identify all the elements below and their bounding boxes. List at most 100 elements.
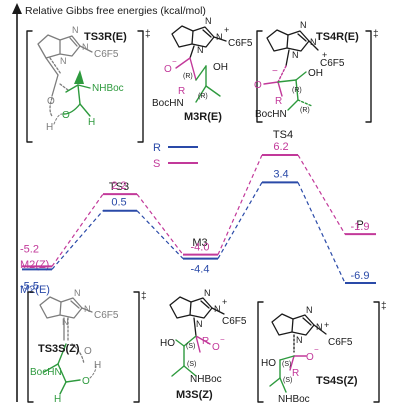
bracket-right-ts4r bbox=[365, 30, 372, 123]
svg-text:N: N bbox=[300, 20, 307, 30]
value-label-r-ts3: 0.5 bbox=[111, 197, 126, 209]
m3r-r2: (R) bbox=[198, 93, 208, 100]
dagger-ts3s: ‡ bbox=[141, 291, 147, 302]
ts4s-ho: HO bbox=[261, 358, 276, 369]
svg-text:H: H bbox=[94, 360, 101, 371]
svg-text:N: N bbox=[82, 42, 89, 52]
ts3r-nhboc: NHBoc bbox=[92, 83, 124, 94]
value-label-r-m3: -4.4 bbox=[191, 264, 210, 276]
svg-text:−: − bbox=[272, 66, 278, 77]
ts3s-title: TS3S(Z) bbox=[38, 343, 80, 355]
m3r-c6f5: C6F5 bbox=[228, 38, 253, 49]
value-label-s-p: -1.9 bbox=[351, 221, 370, 233]
ts3s-o-bottom: O bbox=[82, 376, 90, 387]
m3s-c6f5: C6F5 bbox=[222, 316, 247, 327]
value-label-s-ts4: 6.2 bbox=[273, 141, 288, 153]
ts4r-oh: OH bbox=[308, 68, 323, 79]
svg-text:+: + bbox=[222, 297, 227, 307]
structure-ts4s: ‡ N N N + C6F5 O − R HO (S) (S) NHBoc TS… bbox=[257, 301, 387, 405]
ts3r-title: TS3R(E) bbox=[84, 31, 127, 43]
dagger-ts3r: ‡ bbox=[145, 29, 151, 40]
svg-text:N: N bbox=[205, 16, 212, 26]
ts4s-r: R bbox=[292, 368, 299, 379]
value-label-s-ts3: 2.2 bbox=[111, 180, 126, 192]
svg-text:O: O bbox=[254, 80, 262, 91]
m3r-r1: (R) bbox=[183, 73, 193, 80]
svg-text:−: − bbox=[314, 345, 319, 354]
connector-r-0 bbox=[51, 210, 104, 270]
svg-text:R: R bbox=[178, 86, 185, 97]
bracket-left-ts4s bbox=[257, 301, 264, 403]
svg-text:N: N bbox=[72, 25, 79, 35]
ts4r-c6f5: C6F5 bbox=[320, 58, 345, 69]
m3s-s1: (S) bbox=[186, 343, 195, 350]
legend-label-s: S bbox=[153, 158, 160, 170]
ts4r-r2: (R) bbox=[300, 107, 310, 114]
svg-text:N: N bbox=[310, 37, 317, 47]
state-label-m3: M3 bbox=[192, 237, 207, 249]
svg-text:−: − bbox=[172, 57, 177, 66]
svg-text:N: N bbox=[62, 317, 69, 327]
value-label-s-m3: -4.0 bbox=[191, 242, 210, 254]
svg-text:O: O bbox=[212, 342, 220, 353]
ts3r-h: H bbox=[46, 122, 53, 133]
ts3s-c6f5: C6F5 bbox=[94, 310, 119, 321]
svg-text:−: − bbox=[220, 335, 225, 344]
ts4r-r: R bbox=[275, 96, 282, 107]
svg-text:N: N bbox=[292, 50, 299, 60]
ts4s-title: TS4S(Z) bbox=[316, 375, 358, 387]
state-label-p: P bbox=[356, 219, 363, 231]
svg-text:N: N bbox=[60, 56, 67, 66]
ts3s-h: H bbox=[54, 394, 61, 405]
structure-ts4r: ‡ N N N + C6F5 − O R OH (R) (R) bbox=[254, 20, 379, 123]
ts4s-c6f5: C6F5 bbox=[328, 337, 353, 348]
value-label-s-m2: -5.2 bbox=[20, 243, 39, 255]
ts4s-s2: (S) bbox=[283, 377, 292, 384]
value-label-r-ts4: 3.4 bbox=[273, 168, 288, 180]
svg-text:N: N bbox=[196, 319, 203, 329]
svg-text:+: + bbox=[322, 50, 327, 60]
m3s-nhboc: NHBoc bbox=[190, 374, 222, 385]
svg-text:+: + bbox=[324, 320, 329, 330]
dagger-ts4r: ‡ bbox=[373, 29, 379, 40]
y-axis-arrow-icon bbox=[12, 3, 22, 14]
bracket-left-ts4r bbox=[256, 30, 263, 123]
structure-ts3s: ‡ N N N C6F5 O H BocHN O H TS3S(Z) bbox=[27, 288, 147, 405]
ts4s-s1: (S) bbox=[282, 361, 291, 368]
connector-s-2 bbox=[217, 154, 263, 255]
m3s-title: M3S(Z) bbox=[176, 389, 213, 401]
svg-text:N: N bbox=[84, 304, 91, 314]
ts4r-r1: (R) bbox=[292, 87, 302, 94]
state-label-ts4: TS4 bbox=[273, 129, 293, 141]
legend: R S bbox=[153, 142, 198, 170]
m3s-ho: HO bbox=[160, 338, 175, 349]
connector-s-3 bbox=[297, 154, 346, 235]
connector-s-1 bbox=[136, 193, 184, 256]
svg-text:O: O bbox=[306, 352, 314, 363]
ts3r-c6f5: C6F5 bbox=[94, 49, 119, 60]
svg-text:N: N bbox=[74, 288, 81, 298]
dagger-ts4s: ‡ bbox=[381, 301, 387, 312]
svg-text:N: N bbox=[197, 45, 204, 55]
svg-text:N: N bbox=[296, 335, 303, 345]
bracket-left-ts3r bbox=[26, 30, 33, 143]
structure-ts3r: ‡ N N N C6F5 O H NHBoc O H TS3 bbox=[26, 25, 151, 143]
reactant-label-m2z: M2(Z) bbox=[20, 259, 49, 271]
energy-profile-marks: -5.50.5-4.43.4-6.9-5.22.2-4.06.2-1.9 bbox=[20, 141, 376, 292]
y-axis-label: Relative Gibbs free energies (kcal/mol) bbox=[25, 5, 206, 17]
ts3r-o-bottom: O bbox=[62, 110, 70, 121]
svg-text:H: H bbox=[88, 117, 95, 128]
bracket-left-ts3s bbox=[27, 291, 34, 403]
structure-m3s: N N N + C6F5 O − R HO (S) (S) NHBoc M3S(… bbox=[160, 288, 247, 401]
svg-text:N: N bbox=[306, 305, 313, 315]
connector-s-0 bbox=[51, 193, 104, 267]
m3r-oh: OH bbox=[213, 62, 228, 73]
ts4s-nhboc: NHBoc bbox=[278, 394, 310, 405]
legend-label-r: R bbox=[153, 142, 161, 154]
value-label-r-m2: -5.5 bbox=[20, 280, 39, 292]
ts4r-bochn: BocHN bbox=[255, 109, 287, 120]
svg-text:R: R bbox=[202, 336, 209, 347]
ts3s-o-top: O bbox=[84, 346, 92, 357]
